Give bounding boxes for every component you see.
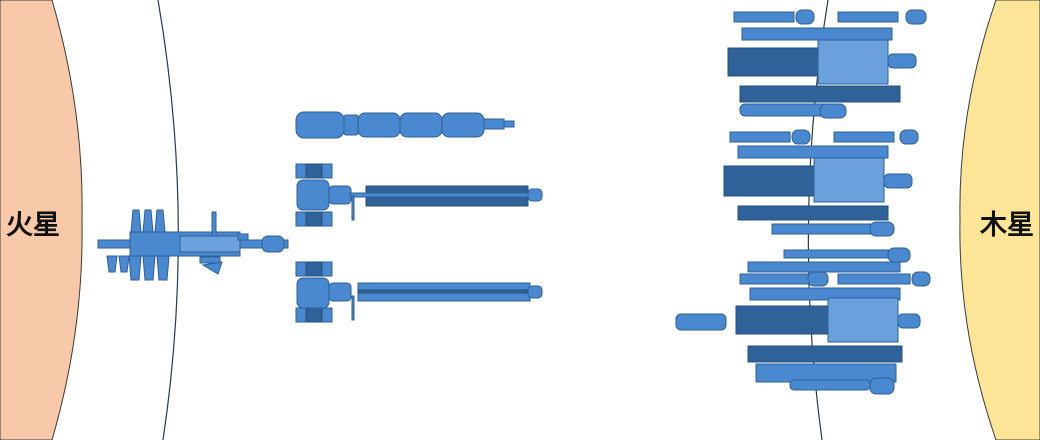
mars-orbit [157,0,179,440]
tanker-ship [295,111,515,139]
jupiter-fleet-ship-3 [675,247,931,395]
cargo-ship-2 [295,261,543,323]
mars-label: 火星 [6,210,60,241]
jupiter-planet [959,0,1040,440]
jupiter-fleet-ship-1 [727,9,927,119]
mars-station-ship [97,209,289,281]
cargo-ship-1 [295,163,543,227]
jupiter-label: 木星 [980,210,1034,241]
jupiter-fleet-ship-2 [723,129,919,237]
mars-planet [0,0,83,440]
